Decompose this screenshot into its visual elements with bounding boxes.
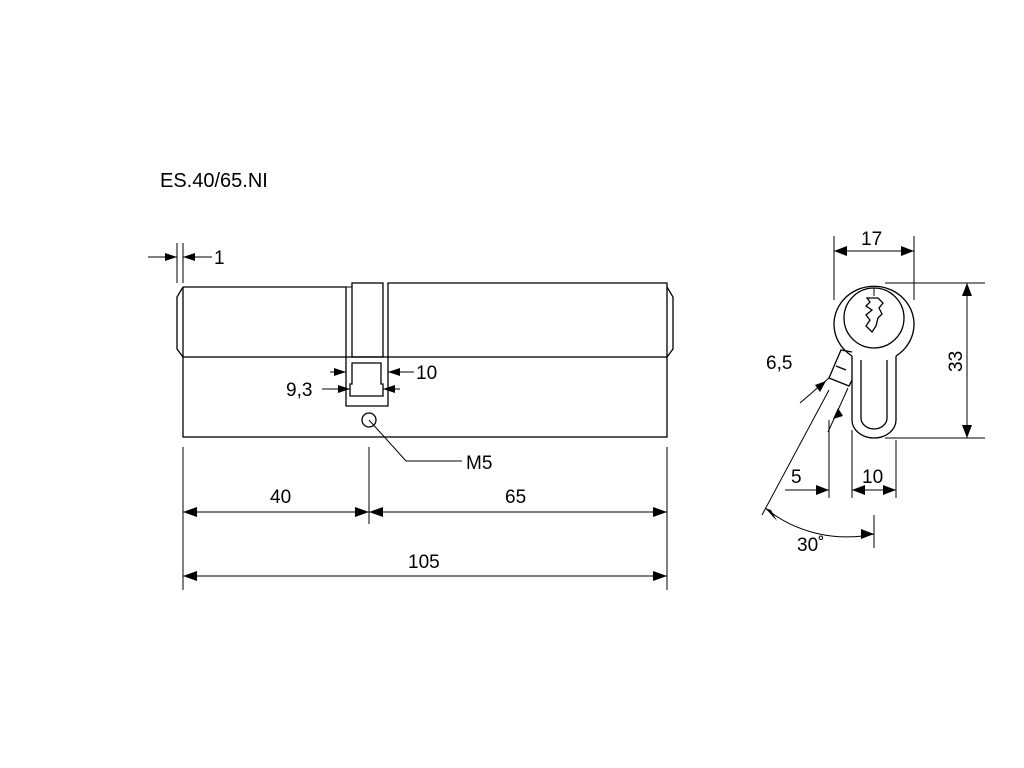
dimension-label-65: 65 — [505, 487, 526, 508]
screw-callout: M5 — [368, 419, 492, 474]
dimension-label-5: 5 — [791, 467, 802, 488]
cylinder-profile — [828, 285, 915, 439]
dimension-6-5: 6,5 — [766, 353, 849, 433]
dimension-angle-30: 30˚ — [764, 507, 875, 556]
dimension-label-angle: 30˚ — [797, 535, 824, 556]
screw-hole — [361, 412, 377, 428]
dimension-40-65: 40 65 — [183, 487, 667, 517]
cylinder-body — [176, 282, 674, 438]
dimension-10-bottom: 10 — [852, 467, 896, 495]
dimension-105: 105 — [183, 552, 667, 581]
screw-callout-label: M5 — [466, 453, 492, 474]
dimension-cam-9-3: 9,3 — [286, 380, 400, 401]
dimension-33: 33 — [885, 282, 985, 439]
dimension-cam-10: 10 — [330, 363, 437, 384]
dimension-5: 5 — [785, 467, 829, 495]
dimension-label-shoulder: 1 — [214, 248, 225, 269]
dimension-label-33: 33 — [946, 351, 967, 372]
side-view: 17 33 6,5 5 — [761, 229, 985, 556]
dimension-label-17: 17 — [861, 229, 882, 250]
dimension-shoulder: 1 — [148, 243, 225, 283]
dimension-label-cam-9-3: 9,3 — [286, 380, 312, 401]
dimension-17: 17 — [833, 229, 915, 300]
dimension-label-cam-10: 10 — [416, 363, 437, 384]
dimension-label-6-5: 6,5 — [766, 353, 792, 374]
dimension-label-40: 40 — [270, 487, 291, 508]
dimension-label-10-bottom: 10 — [862, 467, 883, 488]
front-view: 1 10 9,3 M5 — [148, 243, 674, 590]
part-number-title: ES.40/65.NI — [160, 170, 268, 192]
dimension-label-105: 105 — [408, 552, 440, 573]
